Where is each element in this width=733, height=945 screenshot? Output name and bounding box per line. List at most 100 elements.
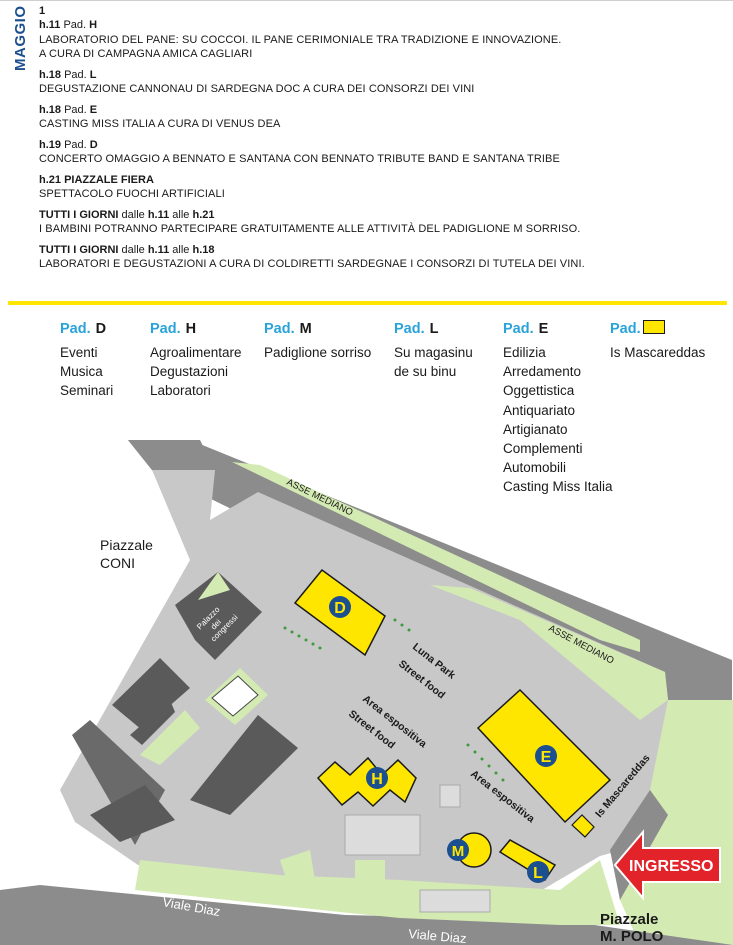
south-green-area: [135, 860, 620, 925]
legend-letter: E: [538, 321, 549, 337]
event-pad: D: [89, 138, 98, 151]
legend-item: Oggettistica: [503, 383, 575, 399]
event-from: h.11: [147, 243, 170, 256]
building-west-3: [190, 715, 298, 815]
event-pad-prefix: Pad.: [63, 19, 87, 31]
legend-item: de su binu: [394, 364, 457, 380]
legend-item: Seminari: [60, 383, 114, 399]
legend-item: Musica: [60, 364, 103, 380]
fairground-map: D E H M L ASSE MEDIANO ASSE MEDIANO Piaz…: [0, 440, 733, 945]
top-rule: [0, 0, 733, 1]
event-dalle: dalle: [121, 208, 145, 221]
viale-diaz-road: [0, 885, 733, 945]
legend-pad-h: Pad.H Agroalimentare Degustazioni Labora…: [150, 320, 242, 401]
event-time: h.18: [39, 68, 62, 81]
event-pad: H: [89, 19, 98, 31]
building-sw: [90, 785, 175, 842]
event-to: h.21: [192, 208, 215, 221]
event-item: h.18 Pad. E CASTING MISS ITALIA A CURA D…: [39, 103, 719, 132]
building-central-2: [439, 784, 461, 808]
month-label: MAGGIO: [12, 6, 29, 72]
legend-label: Pad.: [394, 321, 425, 337]
legend-pad-e: Pad.E Edilizia Arredamento Oggettistica …: [503, 320, 613, 497]
legend-pad-d: Pad.D Eventi Musica Seminari: [60, 320, 113, 401]
event-desc: DEGUSTAZIONE CANNONAU DI SARDEGNA DOC A …: [39, 83, 475, 95]
event-desc: CONCERTO OMAGGIO A BENNATO E SANTANA CON…: [39, 153, 560, 165]
legend-item: Agroalimentare: [150, 345, 242, 360]
event-time: TUTTI I GIORNI: [39, 208, 119, 221]
legend-pad-m: Pad.M Padiglione sorriso: [264, 320, 371, 362]
event-time: h.11: [39, 19, 61, 31]
building-central-1: [344, 814, 421, 856]
event-item: h.21 PIAZZALE FIERA SPETTACOLO FUOCHI AR…: [39, 173, 719, 202]
legend-item: Antiquariato: [503, 402, 576, 418]
event-from: h.11: [147, 208, 170, 221]
events-list: h.11 Pad. H LABORATORIO DEL PANE: SU COC…: [39, 18, 719, 278]
event-item: TUTTI I GIORNI dalle h.11 alle h.18 LABO…: [39, 243, 719, 272]
legend-pad-l: Pad.L Su magasinu de su binu: [394, 320, 473, 381]
event-time: h.19: [39, 138, 62, 151]
pavilion-e-badge: [535, 745, 557, 767]
pavilion-l-badge: [527, 861, 549, 883]
pavilion-h-badge: [366, 767, 388, 789]
event-desc: A CURA DI CAMPAGNA AMICA CAGLIARI: [39, 48, 253, 60]
event-to: h.18: [192, 243, 215, 256]
event-desc: LABORATORI E DEGUSTAZIONI A CURA DI COLD…: [39, 258, 585, 270]
pavilion-d-letter: D: [334, 600, 346, 617]
legend-label: Pad.: [610, 321, 641, 337]
is-mascareddas-block: [571, 814, 595, 838]
tree-row: [283, 618, 505, 782]
pavilion-e-letter: E: [541, 749, 552, 766]
pavilion-m-badge: [447, 839, 469, 861]
green-west-2: [198, 572, 230, 600]
legend-label: Pad.: [60, 321, 91, 337]
event-item: h.18 Pad. L DEGUSTAZIONE CANNONAU DI SAR…: [39, 68, 719, 97]
legend-item: Complementi: [503, 441, 583, 457]
day-number: 1: [39, 5, 46, 17]
legend-item: Eventi: [60, 345, 98, 360]
event-pad-prefix: Pad.: [64, 68, 87, 81]
building-west-1: [112, 658, 190, 730]
building-west-2: [130, 700, 175, 745]
stage-seating: [211, 675, 259, 717]
event-desc: I BAMBINI POTRANNO PARTECIPARE GRATUITAM…: [39, 223, 581, 235]
event-item: h.19 Pad. D CONCERTO OMAGGIO A BENNATO E…: [39, 138, 719, 167]
legend-label: Pad.: [264, 321, 295, 337]
legend-letter: M: [299, 321, 312, 337]
building-south-1: [419, 889, 491, 913]
legend-item: Laboratori: [150, 383, 211, 399]
legend-item: Su magasinu: [394, 345, 473, 360]
event-item: h.11 Pad. H LABORATORIO DEL PANE: SU COC…: [39, 18, 719, 62]
legend-letter: H: [185, 321, 197, 337]
pavilion-m-letter: M: [452, 843, 465, 860]
event-pad-prefix: Pad.: [64, 103, 87, 116]
green-patch-2: [280, 850, 315, 890]
green-strip-north: [232, 462, 640, 652]
pavilion-l-letter: L: [533, 865, 543, 882]
legend-item: Automobili: [503, 460, 567, 476]
legend-letter: D: [95, 321, 107, 337]
event-pad: L: [89, 68, 97, 81]
event-pad-prefix: Pad.: [64, 138, 87, 151]
pavilion-h-letter: H: [371, 771, 383, 788]
upper-green-bank: [430, 585, 668, 720]
legend-item: Degustazioni: [150, 364, 229, 380]
piazzale-mpolo-label-2: M. POLO: [600, 928, 664, 945]
legend-item: Padiglione sorriso: [264, 345, 372, 360]
legend-item: Artigianato: [503, 421, 568, 437]
event-time: h.21 PIAZZALE FIERA: [39, 173, 154, 186]
piazzale-coni-label-2: CONI: [100, 555, 135, 571]
event-time: TUTTI I GIORNI: [39, 243, 119, 256]
legend-item: Casting Miss Italia: [503, 479, 613, 495]
legend-item: Arredamento: [503, 364, 582, 380]
east-green-area: [620, 700, 733, 945]
event-alle: alle: [172, 243, 190, 256]
legend-pad-is-mascareddas: Pad. Is Mascareddas: [610, 320, 705, 362]
event-alle: alle: [172, 208, 190, 221]
green-west-1: [140, 710, 200, 765]
ingresso-label: INGRESSO: [629, 858, 713, 875]
piazzale-mpolo-label-1: Piazzale: [600, 911, 658, 928]
legend-swatch-yellow: [642, 320, 665, 334]
legend-letter: L: [429, 321, 439, 337]
yellow-divider: [8, 301, 727, 305]
